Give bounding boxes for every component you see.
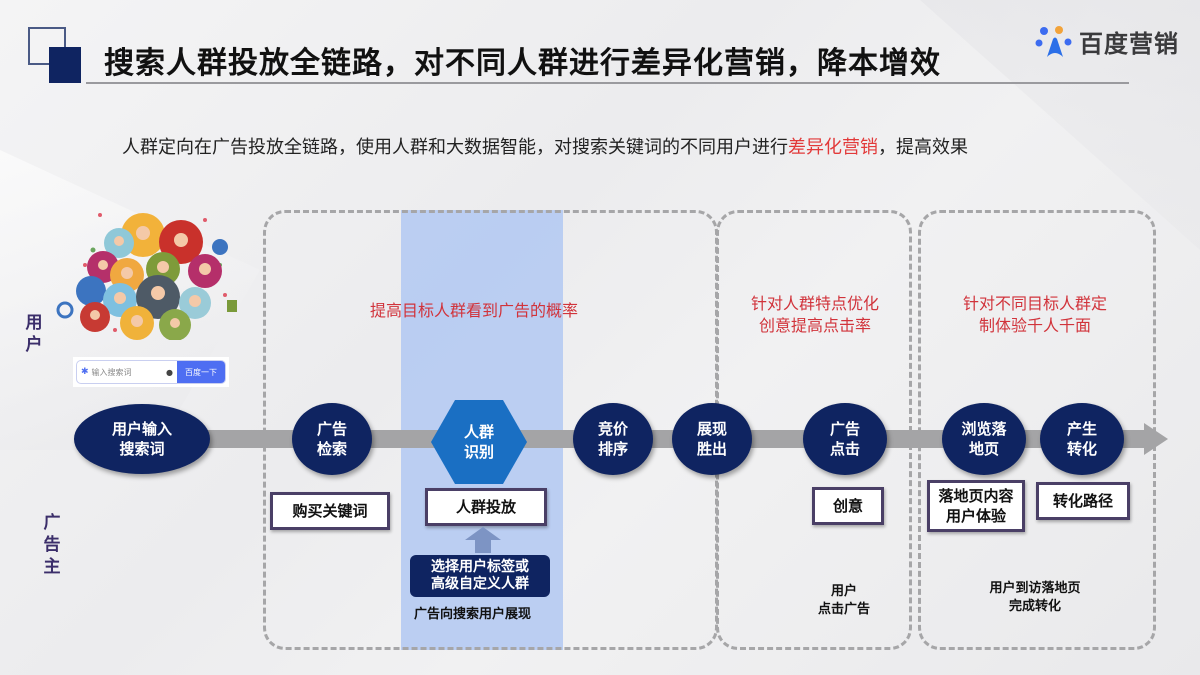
node-label-line2: 排序 [597,440,628,458]
node-crowd-recognition: 人群识别 [431,400,527,484]
caption-show-to-user: 广告向搜索用户展现 [414,607,532,622]
node-label-line2: 点击 [829,440,860,458]
node-ad-click: 广告点击 [803,403,887,475]
node-label-line1: 广告 [316,420,347,438]
caption-convert-line1: 用户到访落地页 [989,581,1081,596]
caption-user-click: 用户 点击广告 [808,583,880,619]
note-creative: 针对人群特点优化 创意提高点击率 [740,293,890,337]
note-creative-line2: 创意提高点击率 [758,316,871,335]
node-label-line2: 转化 [1066,440,1097,458]
node-label-line1: 展现 [696,420,727,438]
select-tags-line1: 选择用户标签或 [431,559,529,575]
baidu-marketing-paw-icon [1035,25,1072,57]
select-tags-line2: 高级自定义人群 [431,576,529,592]
node-browse-landing: 浏览落地页 [942,403,1026,475]
subtitle-highlight: 差异化营销 [788,137,878,158]
up-arrow-icon [465,527,501,553]
node-label-line1: 用户输入 [111,420,172,438]
note-exposure: 提高目标人群看到广告的概率 [370,301,579,320]
mic-icon: ● [166,367,173,377]
search-button: 百度一下 [177,361,225,383]
paw-icon: ✱ [81,367,89,377]
caption-convert-line2: 完成转化 [1008,599,1061,614]
box-creative: 创意 [812,487,884,525]
box-crowd-delivery: 人群投放 [425,488,547,526]
search-placeholder: 输入搜索词 [91,367,132,377]
caption-user-convert: 用户到访落地页 完成转化 [970,580,1100,616]
node-label-line1: 浏览落 [961,420,1007,438]
flow-arrow-head [1144,423,1168,455]
box-buy-keywords: 购买关键词 [270,492,390,530]
node-label-line2: 识别 [463,443,494,461]
node-label-line1: 竞价 [597,420,628,438]
landing-line1: 落地页内容 [938,487,1014,505]
note-experience-line1: 针对不同目标人群定 [962,294,1107,313]
node-label-line2: 搜索词 [119,440,165,458]
caption-user-click-line1: 用户 [830,584,857,599]
title-underline [86,82,1129,84]
brand-logo: 百度营销 [1035,24,1179,59]
landing-line2: 用户体验 [945,507,1006,525]
title-decor-outline-square [28,27,66,65]
crowd-illustration [56,213,237,340]
node-ad-retrieval: 广告检索 [292,403,372,475]
select-tags-box: 选择用户标签或高级自定义人群 [410,555,550,597]
title-decor-filled-square [49,47,81,83]
subtitle: 人群定向在广告投放全链路，使用人群和大数据智能，对搜索关键词的不同用户进行差异化… [122,133,968,159]
advertiser-row-label: 广告主 [43,513,61,577]
subtitle-text: 人群定向在广告投放全链路，使用人群和大数据智能，对搜索关键词的不同用户进行 [122,137,788,158]
node-label-line2: 地页 [968,440,999,458]
search-box-illustration: ✱ 输入搜索词 ● 百度一下 [73,357,229,387]
search-input: ✱ 输入搜索词 ● [77,361,177,383]
node-conversion: 产生转化 [1040,403,1124,475]
brand-name: 百度营销 [1079,30,1179,58]
node-label-line1: 广告 [829,420,860,438]
user-row-label: 用户 [25,313,43,355]
note-experience-line2: 制体验千人千面 [978,316,1091,335]
node-user-search: 用户输入搜索词 [74,404,210,474]
note-experience: 针对不同目标人群定 制体验千人千面 [950,293,1120,337]
subtitle-text-end: ，提高效果 [878,137,968,158]
box-landing-content: 落地页内容用户体验 [927,480,1025,532]
node-label-line2: 胜出 [696,440,727,458]
note-creative-line1: 针对人群特点优化 [750,294,879,313]
node-label-line1: 人群 [463,423,494,441]
node-bid-ranking: 竞价排序 [573,403,653,475]
node-impression-win: 展现胜出 [672,403,752,475]
page-title: 搜索人群投放全链路，对不同人群进行差异化营销，降本增效 [104,46,941,81]
caption-user-click-line2: 点击广告 [817,602,870,617]
node-label-line2: 检索 [316,440,347,458]
box-conversion-path: 转化路径 [1036,482,1130,520]
node-label-line1: 产生 [1066,420,1097,438]
